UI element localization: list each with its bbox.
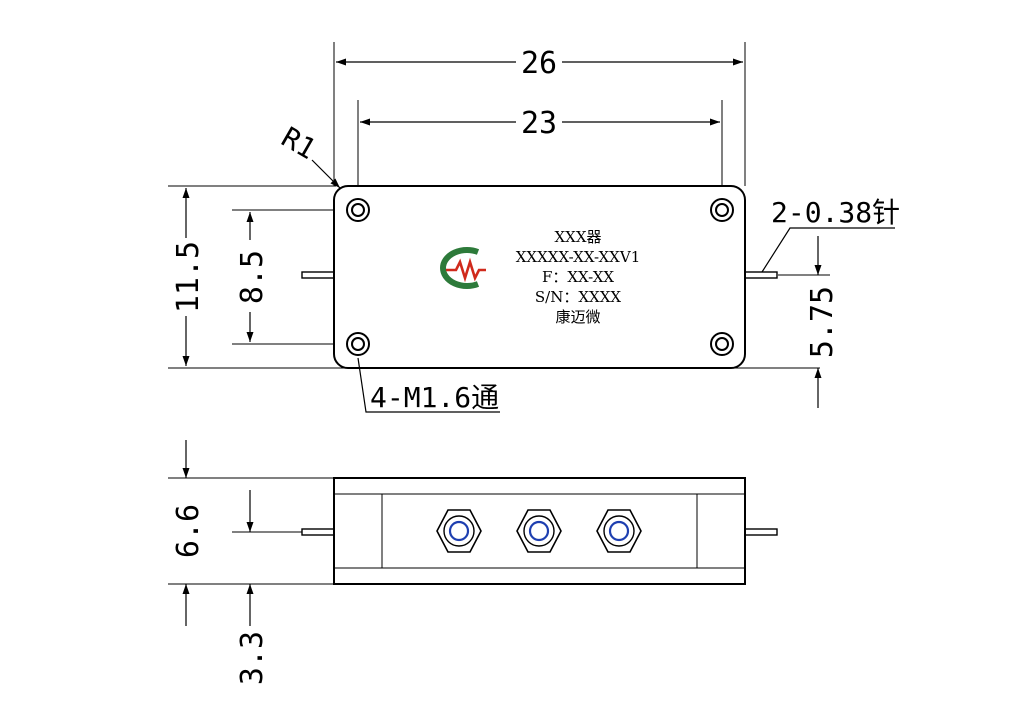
dim-text-11-5: 11.5 — [171, 241, 206, 313]
hole-spec-text: 4-M1.6通 — [370, 381, 499, 414]
pin-right — [742, 271, 778, 279]
pin-spec-text: 2-0.38针 — [771, 196, 900, 229]
label-line-4: S/N：XXXX — [535, 288, 621, 306]
company-logo — [440, 247, 486, 289]
sma-connector-1 — [436, 509, 482, 553]
mounting-hole-tl — [346, 198, 370, 222]
logo-zigzag — [446, 257, 486, 283]
dimension-pin-offset: 5.75 — [805, 236, 840, 408]
label-line-3: F：XX-XX — [542, 268, 614, 286]
dimension-side-pin: 3.3 — [235, 490, 270, 685]
label-line-5: 康迈微 — [555, 308, 600, 326]
dim-text-5-75: 5.75 — [805, 286, 840, 358]
mounting-hole-tr — [710, 198, 734, 222]
top-view: 26 23 R1 11.5 8.5 — [168, 42, 900, 414]
dim-text-23: 23 — [521, 106, 557, 141]
mounting-hole-bl — [346, 332, 370, 356]
dim-text-8-5: 8.5 — [235, 250, 270, 304]
pin-callout: 2-0.38针 — [761, 196, 900, 273]
dimension-hole-spacing-x: 23 — [360, 106, 720, 141]
hole-callout: 4-M1.6通 — [357, 357, 500, 414]
dimension-side-height: 6.6 — [171, 440, 206, 626]
product-label: XXX器 XXXXX-XX-XXV1 F：XX-XX S/N：XXXX 康迈微 — [516, 228, 640, 326]
side-pin-left — [301, 528, 337, 536]
dim-text-26: 26 — [521, 46, 557, 81]
mounting-hole-br — [710, 332, 734, 356]
side-view: 6.6 3.3 — [168, 440, 778, 685]
label-line-1: XXX器 — [554, 228, 601, 246]
dimension-overall-width: 26 — [336, 46, 743, 81]
pin-left — [301, 271, 337, 279]
label-line-2: XXXXX-XX-XXV1 — [516, 248, 640, 266]
logo-arc — [440, 247, 480, 289]
sma-connector-2 — [516, 509, 562, 553]
side-pin-right — [742, 528, 778, 536]
dim-text-3-3: 3.3 — [235, 631, 270, 685]
sma-connector-3 — [596, 509, 642, 553]
dimension-overall-height: 11.5 — [171, 188, 206, 366]
top-view-body — [333, 185, 746, 369]
corner-radius-callout: R1 — [276, 121, 341, 189]
radius-text: R1 — [276, 121, 322, 166]
dimension-hole-spacing-y: 8.5 — [235, 212, 270, 342]
dim-text-6-6: 6.6 — [171, 504, 206, 558]
